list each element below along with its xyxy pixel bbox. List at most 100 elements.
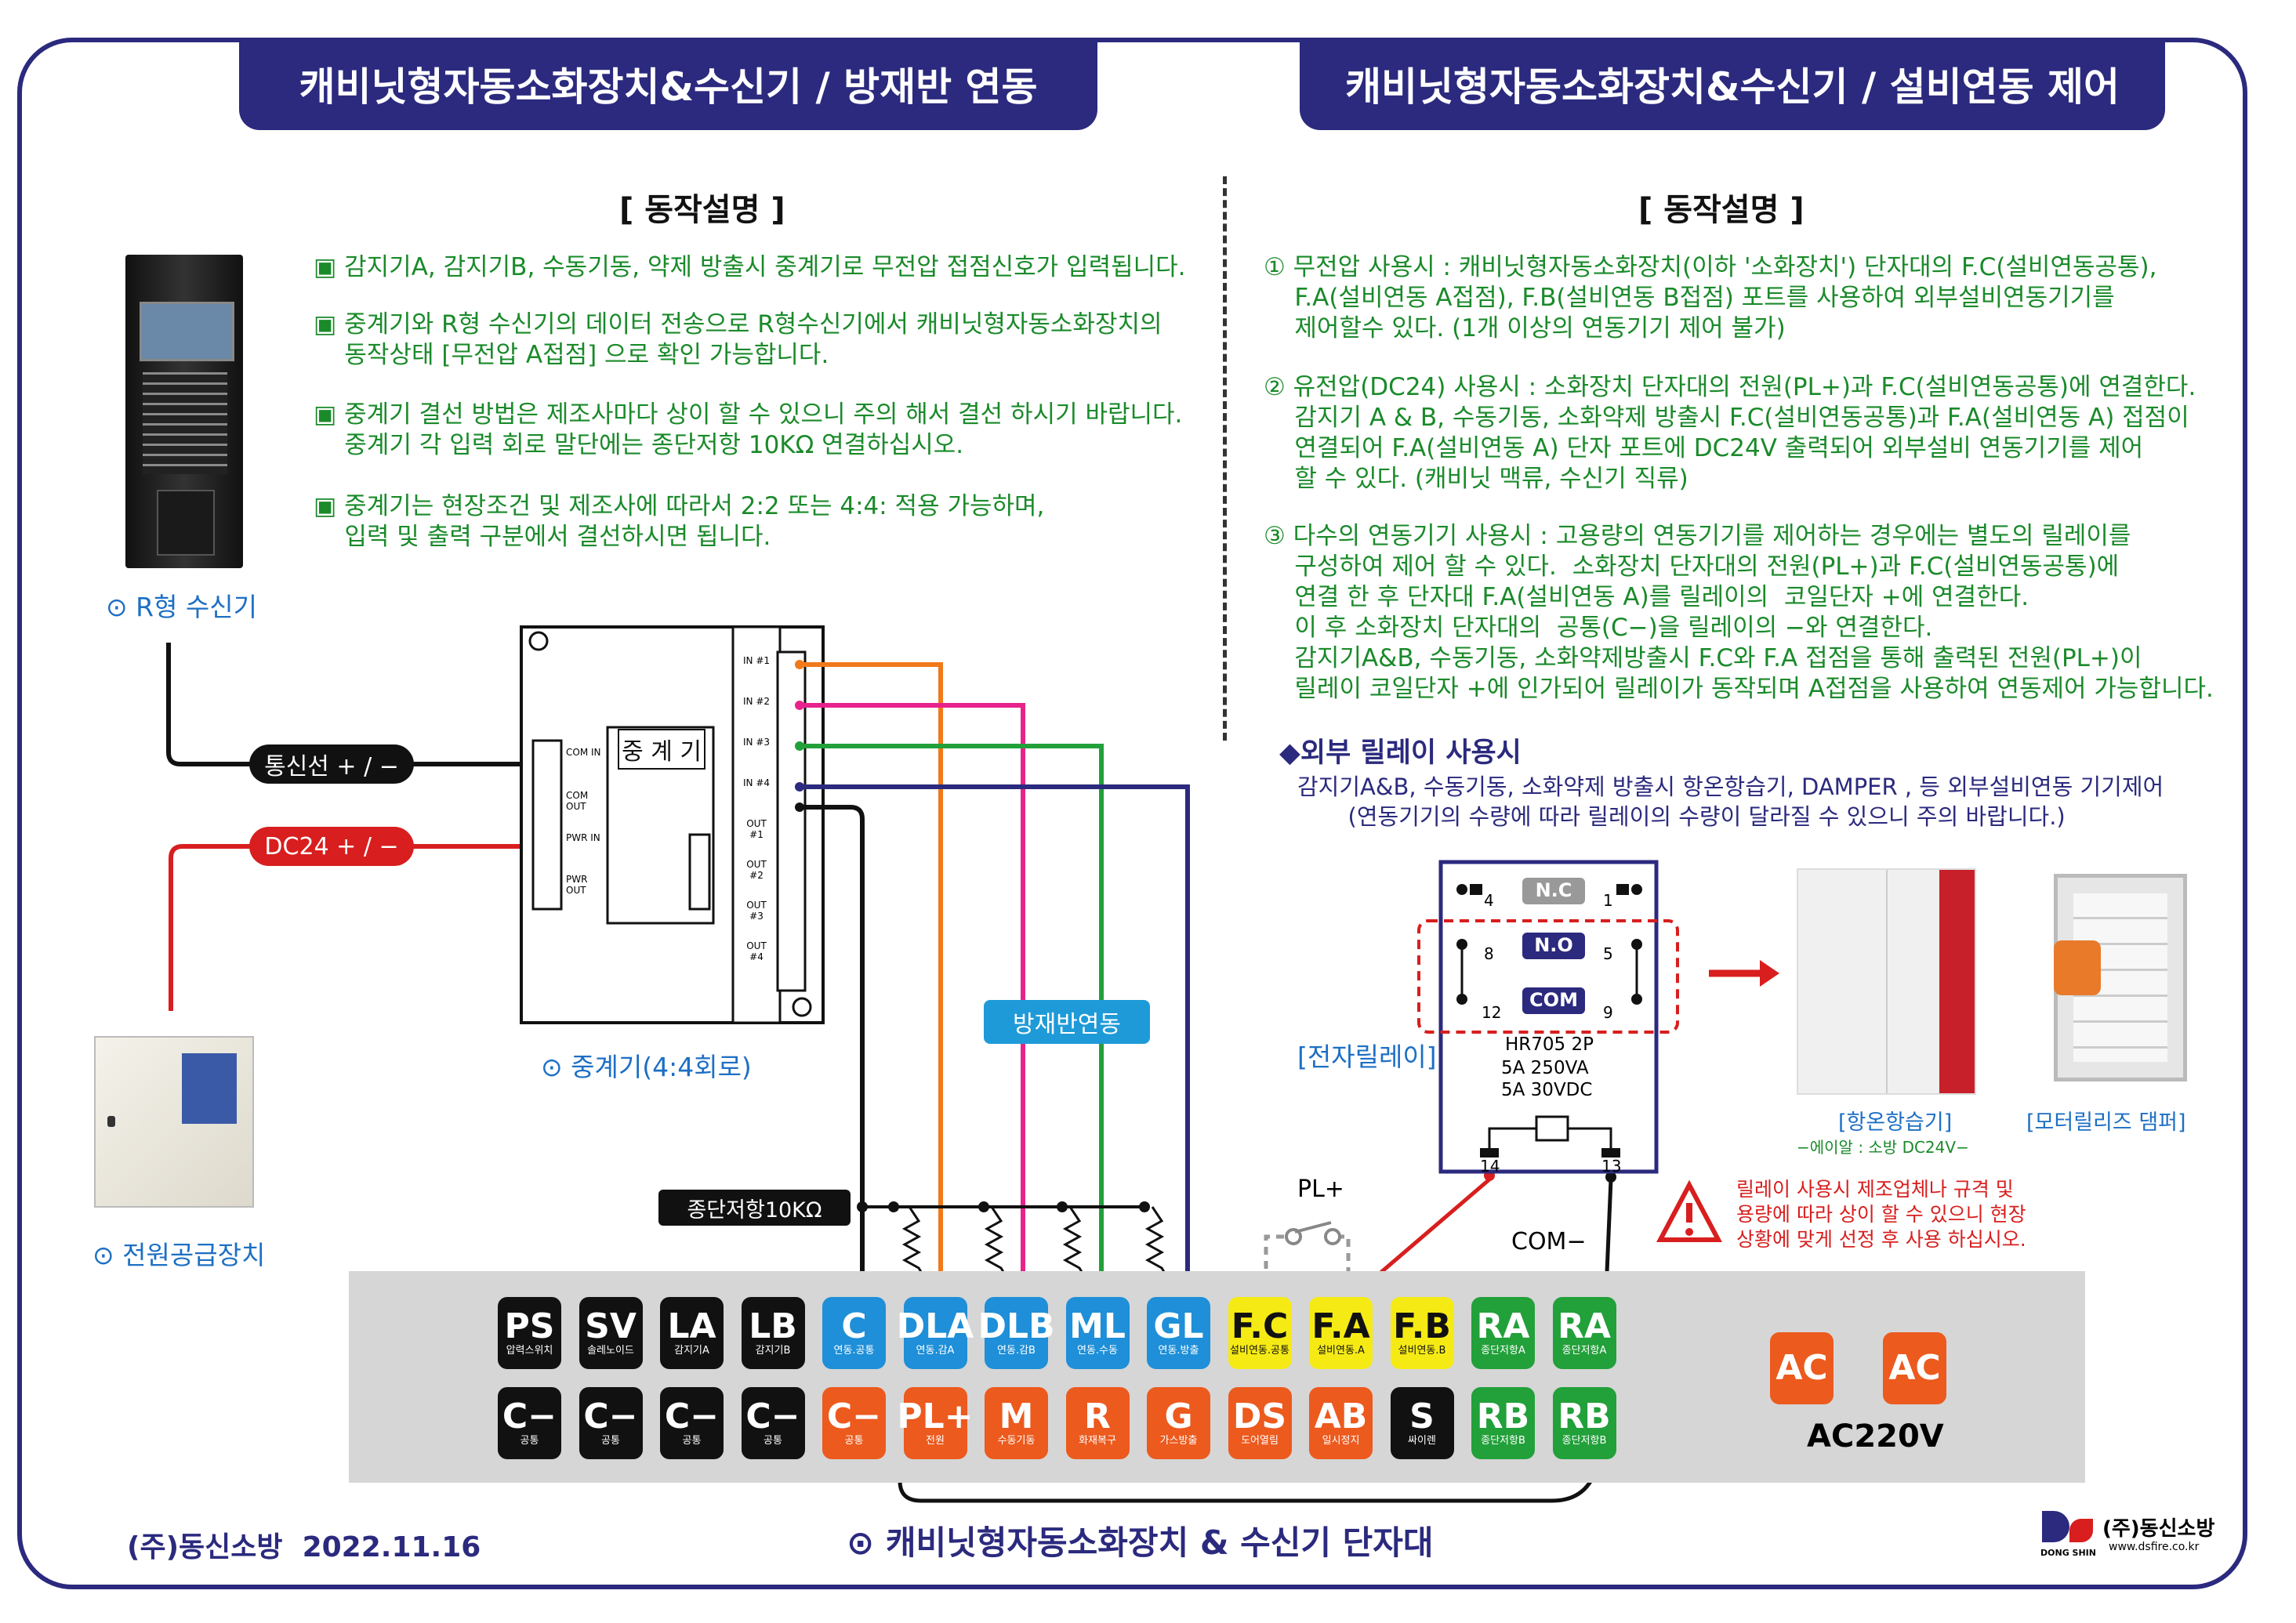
terminal-top-sublabel: 종단저항A — [1561, 1345, 1607, 1357]
terminal-bottom-key: C− — [502, 1397, 557, 1436]
relay-pin-14: 14 — [1480, 1157, 1500, 1176]
terminal-bottom-key: RB — [1476, 1397, 1530, 1436]
relay-nc-label: N.C — [1535, 879, 1572, 901]
terminal-bottom-sublabel: 화재복구 — [1079, 1435, 1116, 1447]
terminal-bottom-sublabel: 종단저항B — [1561, 1435, 1607, 1447]
com-minus-label: COM− — [1511, 1228, 1587, 1255]
left-note-4: ▣ 중계기는 현장조건 및 제조사에 따라서 2:2 또는 4:4: 적용 가능… — [314, 492, 1045, 551]
device-1-sub: −에이알 : 소방 DC24V− — [1797, 1138, 1969, 1157]
relay-pin-13: 13 — [1601, 1157, 1622, 1176]
right-heading: [ 동작설명 ] — [1638, 192, 1805, 228]
terminal-top-key: LB — [749, 1306, 797, 1346]
center-divider — [1223, 176, 1227, 741]
relay-pin-5: 5 — [1603, 944, 1613, 963]
relay-model: HR705 2P — [1505, 1034, 1594, 1055]
repeater-port-out-1: OUT #1 — [746, 818, 767, 840]
pl-plus-label: PL+ — [1297, 1176, 1344, 1203]
repeater-port-out-2: OUT #2 — [746, 859, 767, 881]
repeater-port-out-4: OUT #4 — [746, 940, 767, 962]
repeater-port-out-3: OUT #3 — [746, 900, 767, 922]
terminal-bottom-key: C− — [583, 1397, 638, 1436]
terminal-bottom-key: RB — [1558, 1397, 1611, 1436]
ac-terminal-2: AC — [1883, 1332, 1946, 1404]
terminal-top-key: RA — [1476, 1306, 1530, 1346]
terminal-top-key: F.A — [1311, 1306, 1370, 1346]
repeater-port-pwr-in: PWR IN — [566, 832, 600, 843]
terminal-bottom-sublabel: 도어열림 — [1241, 1435, 1279, 1447]
left-note-1: ▣ 감지기A, 감지기B, 수동기동, 약제 방출시 중계기로 무전압 접점신호… — [314, 253, 1186, 281]
terminal-bottom-key: S — [1409, 1397, 1435, 1436]
relay-caption: [전자릴레이] — [1297, 1042, 1437, 1072]
terminal-bottom-sublabel: 싸이렌 — [1408, 1435, 1436, 1447]
terminal-top-key: F.C — [1231, 1306, 1289, 1346]
terminal-top-sublabel: 솔레노이드 — [587, 1345, 634, 1357]
terminal-top-sublabel: 연동.감A — [916, 1345, 955, 1357]
terminal-top-sublabel: 연동.수동 — [1077, 1345, 1118, 1357]
terminal-bottom-sublabel: 공통 — [844, 1435, 864, 1447]
relay-no-label: N.O — [1534, 934, 1573, 956]
end-resistor-label: 종단저항10KΩ — [658, 1190, 851, 1226]
terminal-top-sublabel: 설비연동.B — [1398, 1345, 1446, 1357]
terminal-bottom-1: C−공통 — [498, 1387, 561, 1459]
terminal-bottom-sublabel: 공통 — [682, 1435, 702, 1447]
relay-rating-1: 5A 250VA — [1501, 1058, 1589, 1078]
terminal-top-sublabel: 종단저항A — [1481, 1345, 1525, 1357]
terminal-top-key: F.B — [1393, 1306, 1451, 1346]
terminal-bottom-sublabel: 종단저항B — [1481, 1435, 1525, 1447]
terminal-bottom-sublabel: 공통 — [520, 1435, 539, 1447]
repeater-port-in-4: IN #4 — [742, 777, 771, 788]
terminal-bottom-key: AB — [1314, 1397, 1368, 1436]
repeater-port-com-in: COM IN — [566, 747, 601, 758]
terminal-top-key: ML — [1069, 1306, 1126, 1346]
terminal-top-sublabel: 압력스위치 — [506, 1345, 553, 1357]
ac-terminal-1: AC — [1770, 1332, 1834, 1404]
terminal-top-key: C — [841, 1306, 867, 1346]
terminal-top-key: RA — [1558, 1306, 1611, 1346]
receiver-cabinet-image — [125, 255, 243, 568]
damper-image — [2054, 874, 2187, 1081]
terminal-bottom-6: PL+전원 — [897, 1387, 974, 1459]
right-note-1: ① 무전압 사용시 : 캐비닛형자동소화장치(이하 '소화장치') 단자대의 F… — [1264, 253, 2157, 342]
relay-rating-2: 5A 30VDC — [1501, 1080, 1593, 1100]
terminal-bottom-key: C− — [745, 1397, 800, 1436]
repeater-port-in-1: IN #1 — [742, 655, 771, 666]
terminal-top-key: PS — [504, 1306, 555, 1346]
terminal-bottom-key: C− — [826, 1397, 882, 1436]
relay-com-label: COM — [1529, 989, 1578, 1011]
terminal-top-key: DLA — [896, 1306, 974, 1346]
receiver-caption: ⊙ R형 수신기 — [106, 592, 257, 622]
footer-company-date: (주)동신소방 2022.11.16 — [127, 1531, 481, 1563]
company-logo — [2042, 1511, 2097, 1546]
terminal-top-key: GL — [1153, 1306, 1204, 1346]
terminal-bottom-5: C−공통 — [822, 1387, 886, 1459]
warning-text: 릴레이 사용시 제조업체나 규격 및 용량에 따라 상이 할 수 있으니 현장 … — [1736, 1178, 2026, 1251]
terminal-bottom-key: DS — [1232, 1397, 1287, 1436]
device-2-caption: [모터릴리즈 댐퍼] — [2026, 1110, 2186, 1135]
terminal-top-sublabel: 감지기B — [755, 1345, 791, 1357]
terminal-bottom-sublabel: 공통 — [764, 1435, 782, 1447]
thermo-hygrostat-image — [1797, 868, 1976, 1095]
logo-small-text: DONG SHIN — [2040, 1548, 2096, 1558]
repeater-port-com-out: COM OUT — [566, 790, 589, 812]
footer-board-caption: ⊙ 캐비닛형자동소화장치 & 수신기 단자대 — [847, 1523, 1434, 1562]
terminal-top-sublabel: 연동.공통 — [833, 1345, 875, 1357]
terminal-top-sublabel: 설비연동.A — [1317, 1345, 1365, 1357]
